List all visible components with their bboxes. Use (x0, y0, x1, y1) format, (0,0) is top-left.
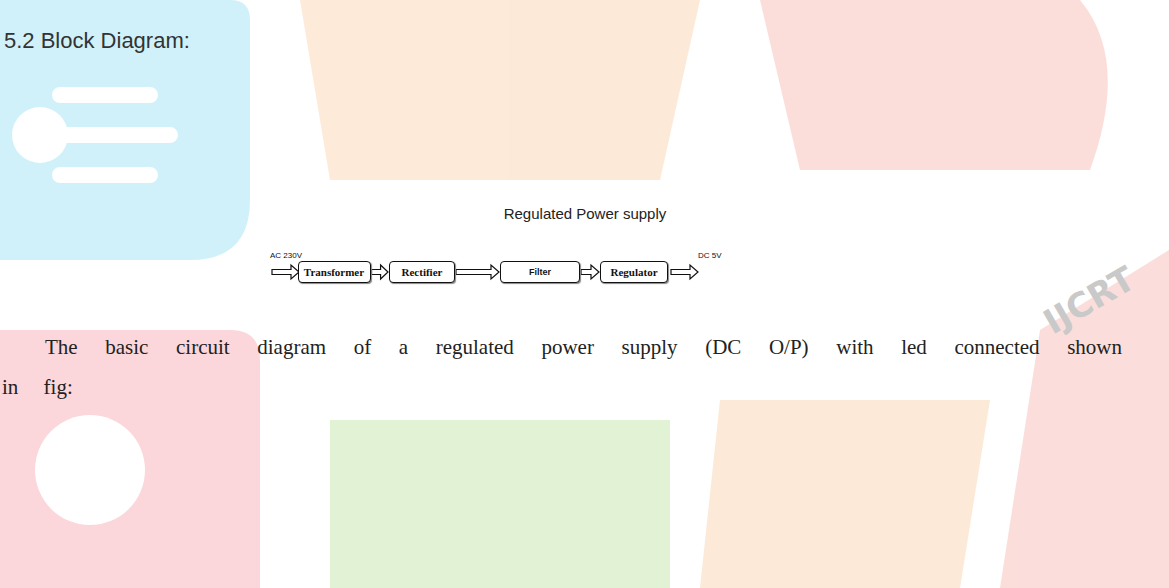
section-heading: 5.2 Block Diagram: (4, 28, 190, 54)
flow-arrow (372, 265, 389, 279)
signal-label: AC 230V (270, 251, 302, 260)
output-arrow (671, 265, 698, 279)
box-label: Regulator (610, 266, 657, 278)
input-arrow (272, 265, 299, 279)
figure-panel (262, 180, 985, 318)
box-label: Filter (529, 267, 551, 277)
arrow-outline (581, 265, 599, 279)
body-paragraph: The basic circuit diagram of a regulated… (2, 327, 1122, 407)
signal-label: DC 5V (698, 251, 722, 260)
process-box: Transformer (298, 261, 371, 283)
process-box: Filter (500, 261, 580, 283)
arrow-outline (372, 265, 389, 279)
flow-arrow (581, 265, 599, 279)
box-label: Transformer (304, 266, 364, 278)
box-label: Rectifier (402, 266, 443, 278)
process-box: Regulator (600, 261, 668, 283)
flow-arrow (456, 265, 499, 279)
arrow-outline (456, 265, 499, 279)
figure-title: Regulated Power supply (262, 205, 908, 222)
process-box: Rectifier (389, 261, 455, 283)
